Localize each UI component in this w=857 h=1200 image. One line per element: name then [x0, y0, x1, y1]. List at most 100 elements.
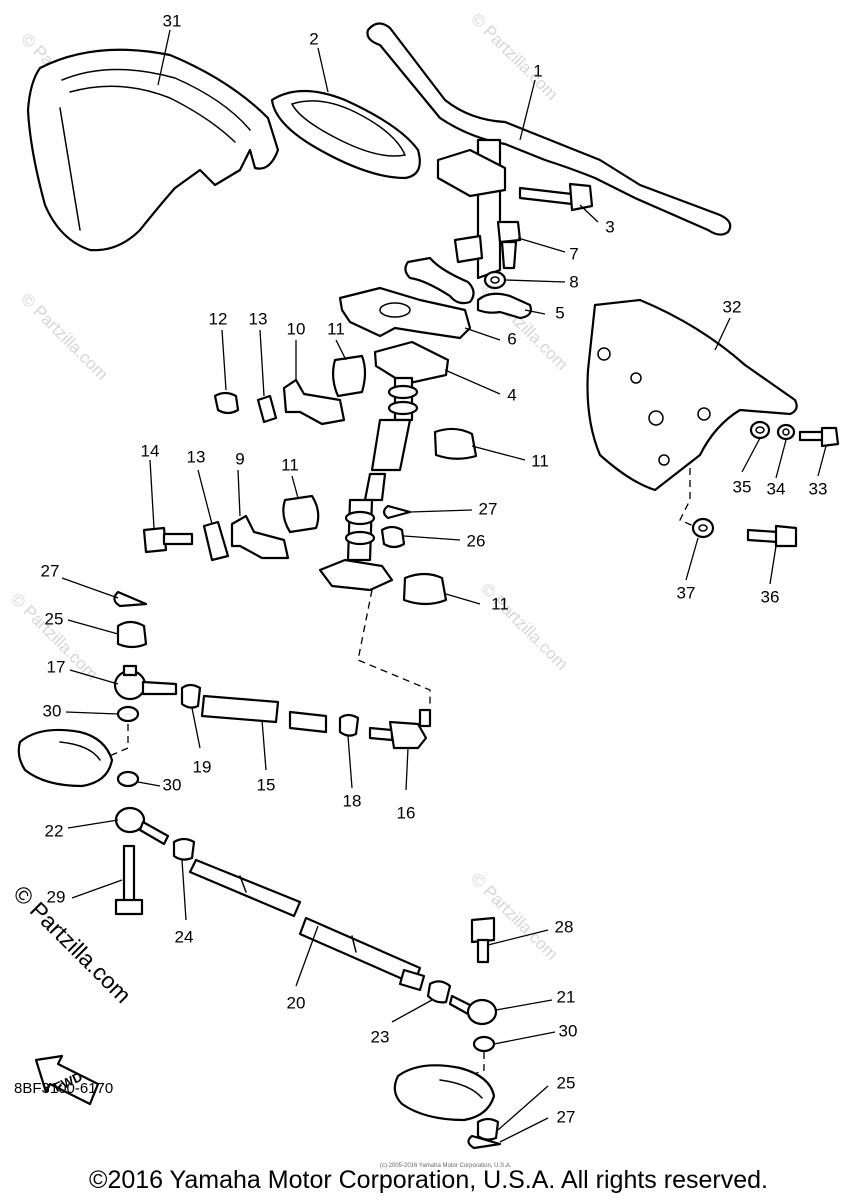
callout-16: 16 [397, 803, 416, 822]
clip-13-lower[interactable] [202, 520, 230, 562]
callout-19: 19 [193, 757, 212, 776]
callout-34: 34 [767, 479, 786, 498]
callout-27: 27 [41, 561, 60, 580]
callout-2: 2 [309, 29, 318, 48]
washer-30-middle[interactable] [116, 770, 140, 788]
washer-30-lower[interactable] [472, 1035, 496, 1053]
callout-15: 15 [257, 775, 276, 794]
ball-joint-22[interactable] [114, 806, 170, 846]
bolt-29[interactable] [114, 844, 144, 916]
leader-dash-37 [679, 468, 699, 529]
nut-25-upper[interactable] [116, 620, 148, 649]
callout-11: 11 [327, 319, 345, 338]
nut-24[interactable] [172, 837, 196, 861]
handlebar-holder-5[interactable] [476, 292, 532, 320]
callout-9: 9 [235, 449, 244, 468]
copyright-notice: ©2016 Yamaha Motor Corporation, U.S.A. A… [89, 1166, 768, 1194]
callout-20: 20 [287, 993, 306, 1012]
callout-22: 22 [45, 821, 64, 840]
bracket-9[interactable] [230, 514, 290, 560]
leader-dash-30-lower [459, 1052, 485, 1081]
bolt-3[interactable] [518, 182, 594, 212]
link-arm-left[interactable] [17, 728, 114, 788]
washer-34[interactable] [776, 423, 796, 441]
callout-30: 30 [43, 701, 62, 720]
callout-11: 11 [491, 594, 509, 613]
washer-8[interactable] [483, 270, 507, 290]
callout-23: 23 [371, 1027, 390, 1046]
diagram-code: 8BF3100-6170 [14, 1080, 114, 1097]
collar-37[interactable] [691, 517, 715, 539]
steering-column-lower[interactable] [318, 472, 394, 592]
callout-4: 4 [507, 385, 516, 404]
handlebar-cover-front[interactable] [26, 48, 280, 252]
nut-23[interactable] [426, 980, 452, 1004]
nut-26[interactable] [380, 525, 406, 549]
ball-joint-21[interactable] [448, 994, 498, 1026]
handlebar-plate-6[interactable] [338, 286, 472, 340]
tube-15-end[interactable] [288, 710, 328, 734]
callout-numbers: 31 2 1 3 7 8 5 6 4 12 13 10 11 11 14 13 … [41, 11, 828, 1126]
nut-12[interactable] [213, 391, 240, 415]
handlebar[interactable] [366, 22, 732, 305]
callout-13: 13 [187, 447, 206, 466]
callout-35: 35 [733, 477, 752, 496]
cotter-pin-27-upper[interactable] [382, 504, 412, 520]
steering-column-upper[interactable] [370, 340, 450, 472]
handlebar-cover-rear[interactable] [586, 298, 798, 492]
callout-32: 32 [723, 297, 742, 316]
callout-25: 25 [45, 609, 64, 628]
small-notice: (c) 2005-2016 Yamaha Motor Corporation, … [380, 1163, 512, 1169]
callout-8: 8 [569, 272, 578, 291]
collar-35[interactable] [749, 420, 771, 440]
callout-10: 10 [287, 319, 306, 338]
callout-30: 30 [559, 1021, 578, 1040]
bolt-33[interactable] [798, 426, 840, 448]
callout-11: 11 [281, 455, 299, 474]
nut-19[interactable] [180, 683, 202, 709]
callout-12: 12 [209, 309, 228, 328]
bolt-7[interactable] [496, 220, 522, 270]
watermark-text: © Partzilla.com [17, 289, 111, 383]
callout-21: 21 [557, 987, 576, 1006]
link-arm-right[interactable] [393, 1064, 496, 1122]
bolt-14[interactable] [142, 526, 194, 554]
callout-36: 36 [761, 587, 780, 606]
tube-15[interactable] [200, 694, 280, 724]
callout-7: 7 [569, 244, 578, 263]
bolt-36[interactable] [746, 524, 798, 548]
rubber-11-left[interactable] [282, 494, 320, 534]
shaft-20-lower[interactable] [298, 916, 426, 992]
rubber-11-upper[interactable] [331, 354, 367, 398]
cotter-pin-27-left[interactable] [113, 590, 148, 608]
callout-27: 27 [479, 499, 498, 518]
clip-13-upper[interactable] [256, 394, 278, 424]
handlebar-pad[interactable] [270, 90, 421, 180]
bolt-28[interactable] [470, 916, 496, 964]
leader-lines [61, 29, 827, 1143]
ball-joint-16[interactable] [368, 708, 432, 750]
bracket-10[interactable] [282, 378, 346, 426]
callout-1: 1 [533, 61, 542, 80]
rubber-11-right[interactable] [433, 427, 478, 460]
nut-25-lower[interactable] [476, 1117, 500, 1141]
callout-28: 28 [555, 917, 574, 936]
cotter-pin-27-lower[interactable] [467, 1134, 502, 1150]
callout-33: 33 [809, 479, 828, 498]
callout-11: 11 [531, 451, 549, 470]
ball-joint-17[interactable] [113, 664, 178, 701]
callout-24: 24 [175, 927, 194, 946]
callout-17: 17 [47, 657, 66, 676]
callout-5: 5 [555, 303, 564, 322]
callout-30: 30 [163, 775, 182, 794]
callout-31: 31 [163, 11, 182, 30]
callout-18: 18 [343, 791, 362, 810]
callout-26: 26 [467, 531, 486, 550]
washer-30-upper[interactable] [116, 705, 140, 723]
rubber-11-lower-right[interactable] [402, 572, 448, 606]
watermark-text: © Partzilla.com [467, 9, 561, 103]
callout-6: 6 [507, 329, 516, 348]
nut-18[interactable] [338, 713, 360, 737]
callout-37: 37 [677, 583, 696, 602]
shaft-20-upper[interactable] [188, 858, 302, 918]
